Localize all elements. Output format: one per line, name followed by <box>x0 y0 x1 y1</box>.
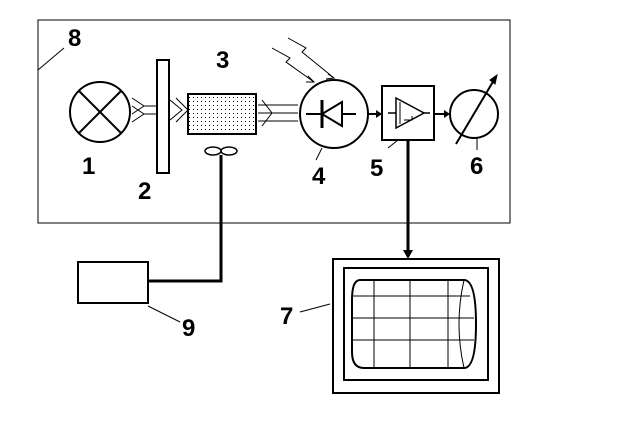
sample-cell <box>187 93 257 135</box>
label-monitor: 7 <box>280 303 293 330</box>
light-rays-3 <box>258 99 298 127</box>
label-meter: 6 <box>470 153 483 180</box>
label-cell: 3 <box>216 47 229 74</box>
label-photodiode: 4 <box>312 163 326 190</box>
source-unit-leader <box>147 305 181 323</box>
enclosure-leader <box>37 47 65 71</box>
label-amplifier: 5 <box>370 155 383 182</box>
source-unit <box>77 261 149 304</box>
photodiode-leader <box>315 147 323 161</box>
lamp <box>69 81 131 143</box>
meter <box>449 73 499 145</box>
monitor-leader <box>299 303 331 313</box>
signal-arrow-1 <box>368 110 382 118</box>
enclosure-box <box>37 19 511 224</box>
amplifier-leader <box>387 139 399 149</box>
cell-connector-loops <box>204 146 238 156</box>
label-source-unit: 9 <box>182 315 195 342</box>
cell-cable <box>148 155 223 283</box>
monitor <box>332 258 500 394</box>
label-filter: 2 <box>138 178 151 205</box>
ambient-light-arrows <box>271 37 336 83</box>
photodiode <box>299 79 369 149</box>
amplifier <box>381 85 435 141</box>
label-enclosure: 8 <box>68 25 81 52</box>
light-rays-2 <box>169 97 189 123</box>
monitor-signal-arrow <box>403 140 413 259</box>
filter-plate <box>156 59 170 174</box>
light-rays-1 <box>131 97 157 123</box>
signal-arrow-2 <box>434 110 450 118</box>
label-lamp: 1 <box>82 153 95 180</box>
